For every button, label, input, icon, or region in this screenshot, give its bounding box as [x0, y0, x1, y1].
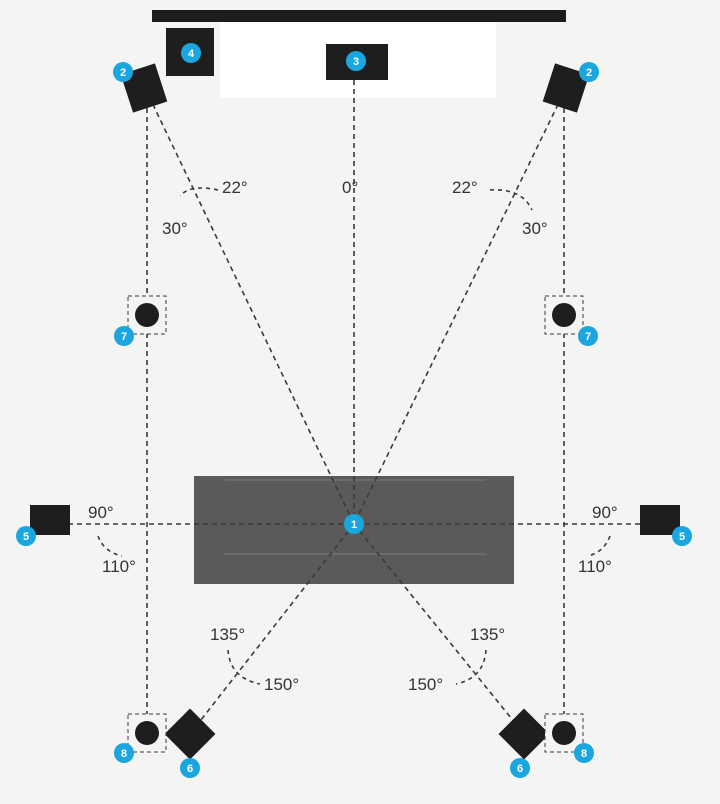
arc-side-right — [587, 535, 611, 557]
speaker-front-left — [120, 63, 168, 113]
angle-label-side-left-inner: 90° — [88, 503, 114, 522]
angle-arcs — [97, 187, 611, 685]
speaker-front-right — [542, 63, 590, 113]
svg-text:5: 5 — [679, 531, 685, 543]
ceiling-speaker-front-right — [552, 303, 576, 327]
guide-line-front-right — [353, 87, 567, 525]
angle-label-front-left-outer: 30° — [162, 219, 188, 238]
guide-line-back-right — [353, 523, 525, 735]
svg-text:2: 2 — [586, 67, 592, 79]
badge-ceiling-back-left: 8 — [114, 743, 134, 763]
svg-text:1: 1 — [351, 519, 357, 531]
speaker-side-left — [30, 505, 70, 535]
speakers — [30, 28, 680, 760]
angle-label-back-left-outer: 150° — [264, 675, 299, 694]
ceiling-speaker-back-right — [552, 721, 576, 745]
svg-text:5: 5 — [23, 531, 29, 543]
angle-label-back-right-inner: 135° — [470, 625, 505, 644]
arc-side-left — [97, 535, 123, 557]
arc-front-left — [179, 187, 219, 197]
speaker-back-left — [164, 708, 216, 760]
ceiling-speaker-back-left — [135, 721, 159, 745]
badge-front-right: 2 — [579, 62, 599, 82]
badge-subwoofer: 4 — [181, 43, 201, 63]
badge-back-right: 6 — [510, 758, 530, 778]
angle-label-center: 0° — [342, 178, 358, 197]
badges: 1 2 2 3 4 5 5 6 6 7 7 8 8 — [16, 43, 692, 778]
arc-back-right — [455, 649, 487, 685]
badge-side-left: 5 — [16, 526, 36, 546]
svg-text:4: 4 — [188, 48, 195, 60]
angle-label-side-left-outer: 110° — [102, 557, 136, 576]
angle-label-back-left-inner: 135° — [210, 625, 245, 644]
angle-label-side-right-outer: 110° — [578, 557, 612, 576]
angle-label-front-right-inner: 22° — [452, 178, 478, 197]
svg-text:2: 2 — [120, 67, 126, 79]
svg-text:6: 6 — [187, 763, 193, 775]
badge-ceiling-front-left: 7 — [114, 326, 134, 346]
svg-text:3: 3 — [353, 56, 359, 68]
speaker-side-right — [640, 505, 680, 535]
ceiling-speaker-front-left — [135, 303, 159, 327]
angle-labels: 0° 22° 30° 22° 30° 90° 110° 90° 110° 135… — [88, 178, 618, 694]
badge-back-left: 6 — [180, 758, 200, 778]
svg-text:7: 7 — [121, 331, 127, 343]
svg-text:6: 6 — [517, 763, 523, 775]
badge-ceiling-back-right: 8 — [574, 743, 594, 763]
badge-center: 3 — [346, 51, 366, 71]
angle-label-back-right-outer: 150° — [408, 675, 443, 694]
arc-back-left — [227, 649, 261, 685]
ceiling-speakers — [127, 295, 584, 753]
angle-label-side-right-inner: 90° — [592, 503, 618, 522]
angle-label-front-right-outer: 30° — [522, 219, 548, 238]
badge-listener: 1 — [344, 514, 364, 534]
guide-lines — [68, 62, 640, 735]
svg-text:8: 8 — [121, 748, 127, 760]
angle-label-front-left-inner: 22° — [222, 178, 248, 197]
badge-side-right: 5 — [672, 526, 692, 546]
guide-line-front-left — [144, 87, 355, 525]
svg-text:7: 7 — [585, 331, 591, 343]
badge-ceiling-front-right: 7 — [578, 326, 598, 346]
tv-screen-icon — [152, 10, 566, 22]
speaker-back-right — [498, 708, 550, 760]
badge-front-left: 2 — [113, 62, 133, 82]
svg-text:8: 8 — [581, 748, 587, 760]
arc-front-right — [489, 189, 533, 211]
